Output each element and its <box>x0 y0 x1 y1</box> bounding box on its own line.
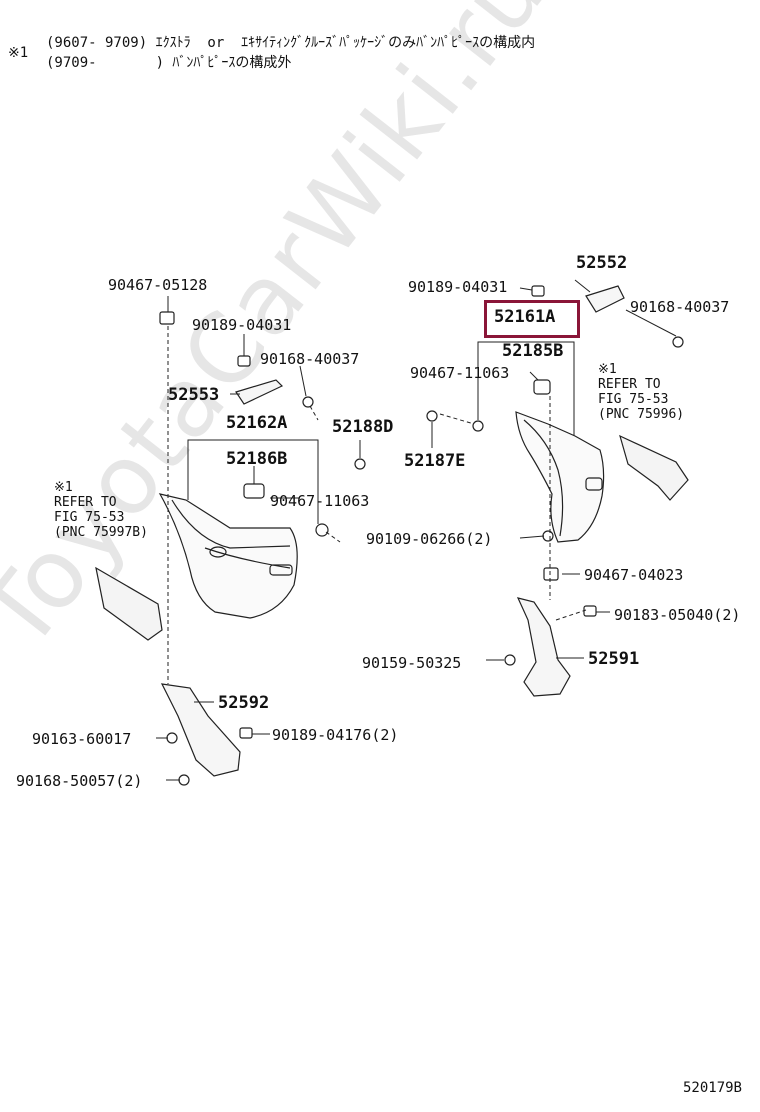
note-line-2: (9709- ) ﾊﾞﾝﾊﾟﾋﾟｰｽの構成外 <box>46 55 292 71</box>
part-label-52188d[interactable]: 52188D <box>332 417 394 437</box>
part-label-52592[interactable]: 52592 <box>218 693 270 713</box>
part-label-52185b[interactable]: 52185B <box>502 341 564 361</box>
part-label-52553[interactable]: 52553 <box>168 385 220 405</box>
part-label-52161a[interactable]: 52161A <box>494 307 556 327</box>
bracket-52552 <box>585 285 625 313</box>
part-label-52591[interactable]: 52591 <box>588 649 640 669</box>
part-label-90163-60017[interactable]: 90163-60017 <box>32 730 132 748</box>
part-label-90159-50325[interactable]: 90159-50325 <box>362 654 462 672</box>
bracket-52591 <box>516 597 571 697</box>
part-label-90109-06266[interactable]: 90109-06266(2) <box>366 530 493 548</box>
part-label-90467-11063-right[interactable]: 90467-11063 <box>410 364 510 382</box>
part-label-52552[interactable]: 52552 <box>576 253 628 273</box>
bracket-52592 <box>160 683 241 777</box>
diagram-code: 520179B <box>682 1080 742 1096</box>
part-label-90189-04031-left[interactable]: 90189-04031 <box>192 316 292 334</box>
part-label-90189-04031-right[interactable]: 90189-04031 <box>408 278 508 296</box>
part-label-90467-11063-left[interactable]: 90467-11063 <box>270 492 370 510</box>
bracket-52553 <box>235 379 284 405</box>
part-label-90467-04023[interactable]: 90467-04023 <box>584 566 684 584</box>
left-seal-part <box>95 566 163 641</box>
part-label-90183-05040[interactable]: 90183-05040(2) <box>614 606 741 624</box>
refer-note-right: ※1 REFER TO FIG 75-53 (PNC 75996) <box>598 362 685 422</box>
part-label-52187e[interactable]: 52187E <box>404 451 466 471</box>
note-mark: ※1 <box>8 45 29 61</box>
right-seal-part <box>619 434 689 501</box>
part-label-90168-40037-left[interactable]: 90168-40037 <box>260 350 360 368</box>
refer-note-left: ※1 REFER TO FIG 75-53 (PNC 75997B) <box>54 480 148 540</box>
part-label-52186b[interactable]: 52186B <box>226 449 288 469</box>
part-label-52162a[interactable]: 52162A <box>226 413 288 433</box>
left-bumper-part <box>158 493 298 619</box>
part-label-90168-50057[interactable]: 90168-50057(2) <box>16 772 143 790</box>
note-line-1: (9607- 9709) ｴｸｽﾄﾗ or ｴｷｻｲﾃｨﾝｸﾞｸﾙｰｽﾞﾊﾟｯｹ… <box>46 35 536 51</box>
part-label-90189-04176[interactable]: 90189-04176(2) <box>272 726 399 744</box>
part-label-90168-40037-right[interactable]: 90168-40037 <box>630 298 730 316</box>
selected-part-highlight <box>484 300 580 338</box>
part-label-90467-05128[interactable]: 90467-05128 <box>108 276 208 294</box>
